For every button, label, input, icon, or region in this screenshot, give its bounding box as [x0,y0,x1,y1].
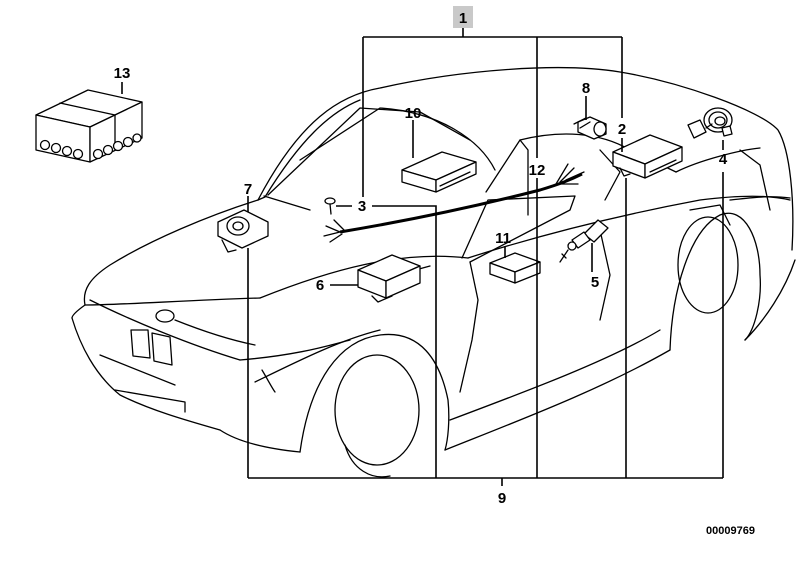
part-2-control-unit [612,134,683,179]
car-outline [71,67,796,478]
callout-1-highlight [453,6,473,28]
callout-10: 10 [405,105,422,122]
callout-12: 12 [529,162,546,179]
callout-5: 5 [591,274,599,291]
callout-6: 6 [316,277,324,294]
callout-13: 13 [114,65,131,82]
part-4-sensor [687,107,733,139]
part-7-siren [217,209,269,253]
callout-4: 4 [719,151,728,168]
part-5-keys [559,219,609,263]
leader-lines [121,28,724,486]
callout-9: 9 [498,490,506,507]
callout-7: 7 [244,181,252,198]
part-13-box [35,89,143,163]
part-12-wiring-harness [323,163,585,243]
callout-11: 11 [495,230,511,247]
part-8-lock [573,116,607,140]
part-6-control-unit [357,254,421,303]
part-3-screw [324,197,336,215]
callout-2: 2 [618,121,626,138]
callout-8: 8 [582,80,590,97]
reference-number: 00009769 [706,525,755,537]
callout-3: 3 [358,198,366,215]
part-10-module [401,151,477,193]
callout-labels: 1 2 3 4 5 6 7 8 9 10 11 12 13 00009769 [114,6,755,537]
callout-1: 1 [459,10,467,27]
part-11-box [489,252,541,284]
